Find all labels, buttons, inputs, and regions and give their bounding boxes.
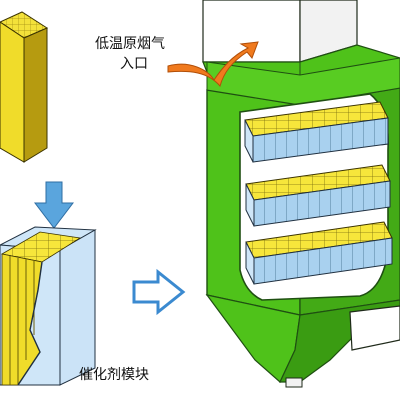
catalyst-element bbox=[0, 11, 49, 163]
down-arrow-icon bbox=[33, 181, 75, 229]
catalyst-layer bbox=[245, 221, 393, 285]
discharge-nozzle bbox=[285, 377, 303, 388]
outlet-duct bbox=[349, 305, 400, 351]
curved-orange-arrow-icon bbox=[167, 41, 259, 88]
right-arrow-icon bbox=[132, 268, 186, 316]
catalyst-layers bbox=[244, 101, 393, 285]
inlet-label-line1: 低温原烟气 bbox=[95, 36, 165, 52]
catalyst-layer bbox=[245, 164, 391, 227]
catalyst-module-label: 催化剂模块 bbox=[79, 367, 149, 383]
catalyst-layer bbox=[244, 101, 389, 163]
inlet-label-line2: 入口 bbox=[120, 56, 148, 72]
catalyst-module bbox=[0, 226, 97, 386]
